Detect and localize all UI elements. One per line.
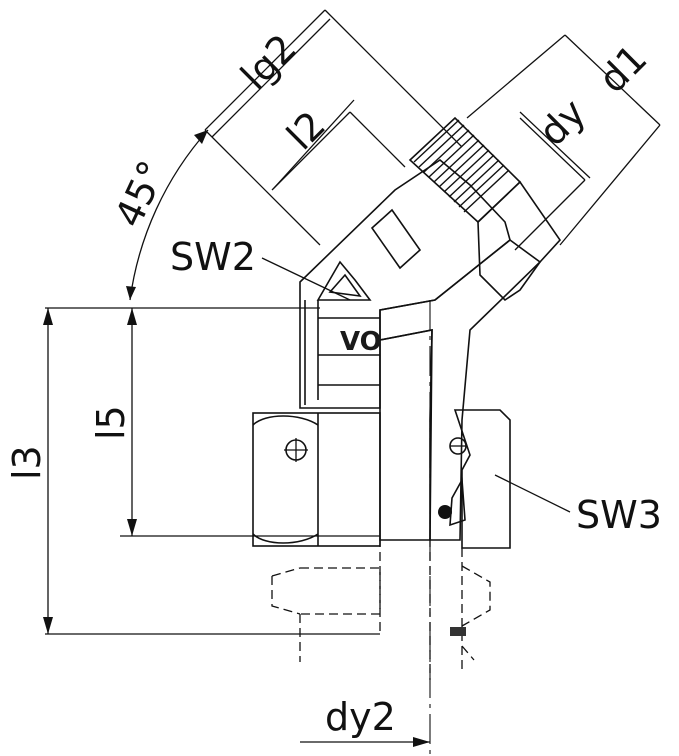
stud-threads xyxy=(413,119,510,213)
lg2-label: lg2 xyxy=(232,26,305,99)
l5-label: l5 xyxy=(89,405,133,440)
sw2-leader xyxy=(261,257,351,301)
d1-dim-line xyxy=(564,34,661,126)
l2-label: l2 xyxy=(278,103,334,159)
dy-dim-line xyxy=(519,111,591,179)
swivel-nut xyxy=(252,412,381,547)
threaded-stud xyxy=(408,116,562,302)
body-section xyxy=(379,238,542,541)
swivel-nut-body xyxy=(252,412,381,547)
forging-recess-inner xyxy=(328,273,362,298)
dashed-seal xyxy=(450,627,466,636)
d1-label: d1 xyxy=(590,36,655,101)
mating-part-dashed xyxy=(271,538,491,680)
stud-shoulder xyxy=(477,180,562,302)
angle-arc xyxy=(129,129,209,301)
elbow-body-outline xyxy=(299,159,511,409)
l3-label: l3 xyxy=(5,445,49,480)
lg2-dim-line xyxy=(211,18,331,138)
dy2-label: dy2 xyxy=(325,695,396,739)
seal-ring xyxy=(438,505,452,519)
sw3-label: SW3 xyxy=(576,493,662,537)
swivel-nut-section xyxy=(453,409,511,549)
elbow-body xyxy=(299,159,511,409)
dy-label: dy xyxy=(530,90,594,154)
angle-label: 45° xyxy=(106,154,174,234)
section-right xyxy=(379,238,542,549)
forging-flat xyxy=(370,208,422,270)
l2-dim-line xyxy=(273,99,355,189)
forging-recess xyxy=(316,260,372,301)
bore xyxy=(379,329,433,541)
sw2-label: SW2 xyxy=(170,235,256,279)
dimensions xyxy=(43,9,661,747)
sw3-leader xyxy=(494,474,571,513)
body-marking: VO xyxy=(340,327,382,357)
